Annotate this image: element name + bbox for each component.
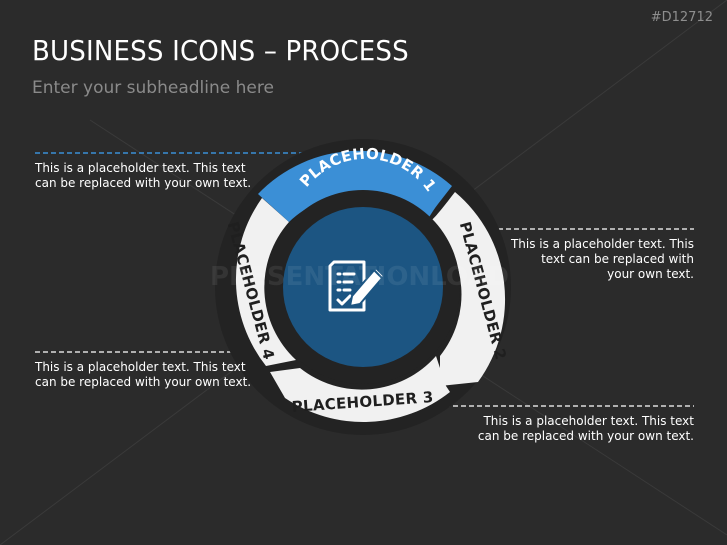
note-4-line-1: This is a placeholder text. This text (35, 360, 246, 374)
note-4-line-2: can be replaced with your own text. (35, 375, 252, 389)
note-4: This is a placeholder text. This text ca… (35, 360, 251, 390)
note-2-line-2: text can be replaced with (541, 252, 694, 266)
slide-code: #D12712 (650, 10, 713, 25)
note-2-line-1: This is a placeholder text. This (510, 237, 694, 251)
note-3-line-1: This is a placeholder text. This text (483, 414, 694, 428)
note-1-line-1: This is a placeholder text. This text (35, 161, 246, 175)
segment-2 (430, 192, 506, 386)
segment-4 (235, 198, 296, 366)
note-3-line-2: can be replaced with your own text. (477, 429, 694, 443)
watermark: PRESENTATIONLOAD (210, 262, 509, 292)
note-2: This is a placeholder text. This text ca… (511, 237, 694, 282)
document-edit-icon (328, 260, 385, 312)
note-1: This is a placeholder text. This text ca… (35, 161, 251, 191)
note-1-line-2: can be replaced with your own text. (35, 176, 252, 190)
note-3: This is a placeholder text. This text ca… (478, 414, 694, 444)
segment-3 (270, 356, 450, 423)
page-title: BUSINESS ICONS – PROCESS (32, 34, 409, 67)
note-2-line-3: your own text. (607, 267, 694, 281)
page-subtitle: Enter your subheadline here (32, 78, 274, 98)
